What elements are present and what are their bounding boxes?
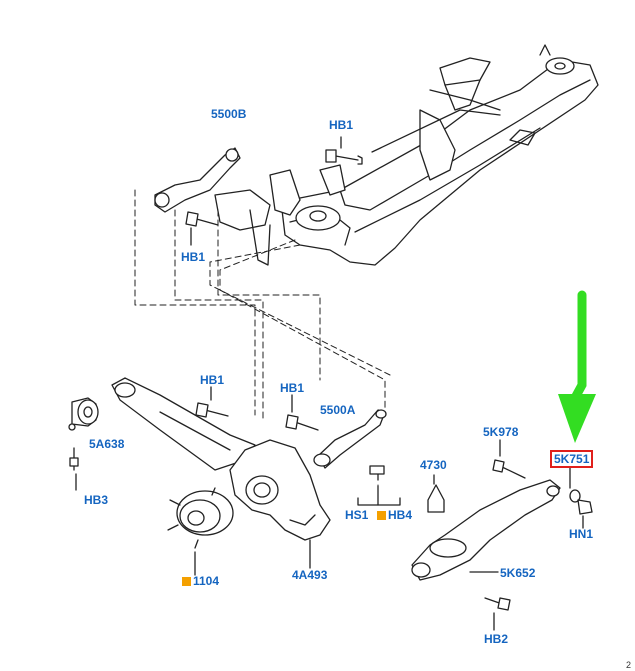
orange-square-marker-icon bbox=[182, 577, 191, 586]
knuckle-4a493 bbox=[229, 439, 331, 569]
label-hb1-mid[interactable]: HB1 bbox=[200, 373, 225, 387]
trailing-arm bbox=[111, 377, 256, 471]
reference-number: 2 bbox=[626, 660, 632, 670]
bushing-5a638 bbox=[68, 397, 99, 431]
guide-lines bbox=[134, 189, 391, 489]
label-hn1[interactable]: HN1 bbox=[569, 527, 594, 541]
lower-arm-5k652 bbox=[411, 479, 561, 581]
label-5k978[interactable]: 5K978 bbox=[483, 425, 519, 439]
nut-hn1 bbox=[569, 467, 593, 529]
bolt-hb1-left bbox=[185, 211, 219, 246]
label-4a493[interactable]: 4A493 bbox=[292, 568, 328, 582]
upper-link-5500a bbox=[313, 409, 387, 469]
label-hb1-left[interactable]: HB1 bbox=[181, 250, 206, 264]
label-hb1-top[interactable]: HB1 bbox=[329, 118, 354, 132]
label-4730[interactable]: 4730 bbox=[420, 458, 447, 472]
bump-stop-4730 bbox=[427, 474, 445, 513]
green-down-arrow-icon bbox=[558, 290, 596, 443]
wheel-hub-1104 bbox=[167, 487, 234, 576]
label-5500a[interactable]: 5500A bbox=[320, 403, 356, 417]
bolt-5k978 bbox=[492, 439, 526, 479]
label-5k751-highlighted[interactable]: 5K751 bbox=[550, 450, 594, 468]
label-hb2[interactable]: HB2 bbox=[484, 632, 509, 646]
label-1104[interactable]: 1104 bbox=[182, 574, 219, 588]
bolt-hb1-mid bbox=[195, 386, 229, 418]
label-5k652[interactable]: 5K652 bbox=[500, 566, 536, 580]
bolt-hs1-hb4 bbox=[357, 465, 401, 506]
bolt-hb3 bbox=[69, 447, 79, 491]
label-5500b[interactable]: 5500B bbox=[211, 107, 247, 121]
upper-arm-5500b bbox=[154, 147, 241, 213]
label-hb4[interactable]: HB4 bbox=[377, 508, 412, 522]
rear-subframe bbox=[214, 44, 599, 266]
bolt-hb2 bbox=[484, 597, 511, 631]
label-hb3[interactable]: HB3 bbox=[84, 493, 109, 507]
label-hs1[interactable]: HS1 bbox=[345, 508, 369, 522]
label-hb1-mid2[interactable]: HB1 bbox=[280, 381, 305, 395]
bolt-hb1-mid2 bbox=[285, 394, 319, 431]
bolt-hb1-top bbox=[325, 136, 363, 165]
label-5a638[interactable]: 5A638 bbox=[89, 437, 125, 451]
orange-square-marker-icon bbox=[377, 511, 386, 520]
